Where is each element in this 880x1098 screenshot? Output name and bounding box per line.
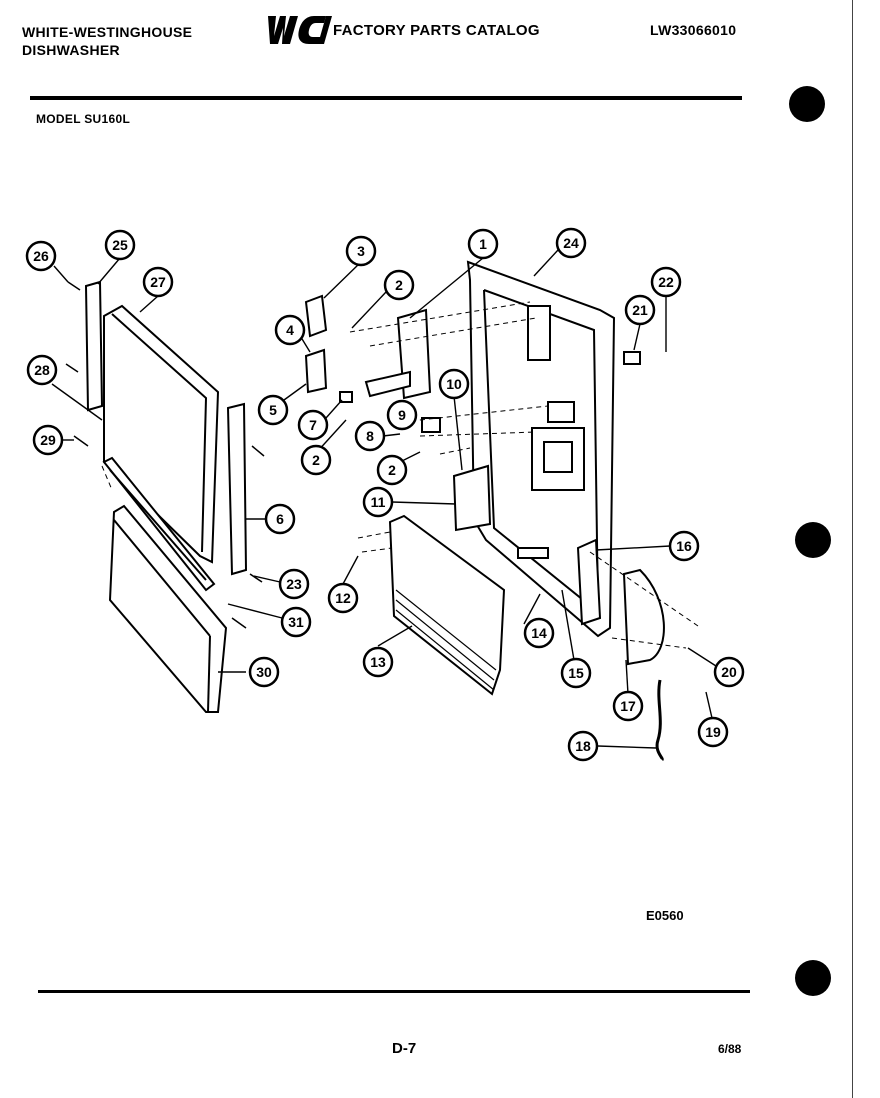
callout-label: 2 — [312, 452, 320, 468]
callout-6: 6 — [264, 503, 296, 535]
callout-11: 11 — [362, 486, 394, 518]
callout-22: 22 — [650, 266, 682, 298]
callout-2b: 2 — [300, 444, 332, 476]
callout-20: 20 — [713, 656, 745, 688]
callout-label: 10 — [446, 376, 462, 392]
callout-label: 19 — [705, 724, 721, 740]
callout-29: 29 — [32, 424, 64, 456]
door-side-trim — [226, 402, 248, 576]
callout-16: 16 — [668, 530, 700, 562]
clip — [339, 391, 353, 403]
callout-24: 24 — [555, 227, 587, 259]
callout-30: 30 — [248, 656, 280, 688]
callout-27: 27 — [142, 266, 174, 298]
callout-13: 13 — [362, 646, 394, 678]
callout-label: 22 — [658, 274, 674, 290]
leader-lines — [51, 249, 717, 749]
callout-label: 31 — [288, 614, 304, 630]
callout-12: 12 — [327, 582, 359, 614]
callout-label: 18 — [575, 738, 591, 754]
manufacturer-name: WHITE-WESTINGHOUSE — [22, 24, 193, 40]
part-drawings — [65, 260, 699, 762]
callout-31: 31 — [280, 606, 312, 638]
callout-label: 27 — [150, 274, 166, 290]
callout-21: 21 — [624, 294, 656, 326]
callout-14: 14 — [523, 617, 555, 649]
callout-4: 4 — [274, 314, 306, 346]
callout-19: 19 — [697, 716, 729, 748]
callout-label: 20 — [721, 664, 737, 680]
door-trim-strip — [84, 280, 104, 412]
binder-hole — [795, 960, 831, 996]
model-number: MODEL SU160L — [36, 112, 131, 126]
callout-label: 16 — [676, 538, 692, 554]
callout-8: 8 — [354, 420, 386, 452]
callout-label: 7 — [309, 417, 317, 433]
hinge-bracket — [304, 348, 328, 394]
callout-1: 1 — [467, 228, 499, 260]
callout-label: 3 — [357, 243, 365, 259]
callout-label: 4 — [286, 322, 294, 338]
callout-28: 28 — [26, 354, 58, 386]
callout-label: 6 — [276, 511, 284, 527]
callout-label: 29 — [40, 432, 56, 448]
inner-panel — [388, 514, 506, 696]
binder-hole — [795, 522, 831, 558]
revision-date: 6/88 — [718, 1042, 742, 1056]
callout-group: 1 2 2 2 3 4 5 6 7 8 9 10 11 12 13 14 15 … — [25, 227, 745, 762]
vent-bracket — [452, 464, 492, 532]
callout-label: 25 — [112, 237, 128, 253]
callout-18: 18 — [567, 730, 599, 762]
callout-label: 26 — [33, 248, 49, 264]
callout-label: 8 — [366, 428, 374, 444]
callout-2a: 2 — [383, 269, 415, 301]
callout-label: 28 — [34, 362, 50, 378]
callout-5: 5 — [257, 394, 289, 426]
callout-3: 3 — [345, 235, 377, 267]
callout-15: 15 — [560, 657, 592, 689]
callout-25: 25 — [104, 229, 136, 261]
page-number: D-7 — [392, 1040, 417, 1057]
callout-label: 12 — [335, 590, 351, 606]
callout-label: 21 — [632, 302, 648, 318]
hinge-bracket — [304, 294, 328, 338]
callout-label: 11 — [371, 494, 386, 510]
product-type: DISHWASHER — [22, 42, 120, 58]
callout-label: 17 — [620, 698, 636, 714]
callout-2c: 2 — [376, 454, 408, 486]
hinge-support — [622, 568, 665, 666]
latch-block — [364, 370, 411, 398]
wci-logo — [268, 16, 332, 44]
callout-26: 26 — [25, 240, 57, 272]
callout-label: 9 — [398, 407, 406, 423]
callout-label: 2 — [388, 462, 396, 478]
callout-label: 1 — [479, 236, 487, 252]
bracket — [623, 351, 641, 365]
callout-label: 5 — [269, 402, 277, 418]
callout-label: 30 — [256, 664, 272, 680]
callout-label: 14 — [531, 625, 547, 641]
switch — [421, 417, 441, 433]
page-edge — [852, 0, 853, 1098]
spring — [655, 679, 664, 762]
callout-label: 13 — [370, 654, 386, 670]
callout-7: 7 — [297, 409, 329, 441]
callout-9: 9 — [386, 399, 418, 431]
callout-label: 15 — [568, 665, 584, 681]
callout-label: 2 — [395, 277, 403, 293]
catalog-title: FACTORY PARTS CATALOG — [333, 22, 540, 39]
footer-rule — [38, 990, 750, 993]
diagram-code: E0560 — [646, 908, 684, 923]
callout-10: 10 — [438, 368, 470, 400]
callout-23: 23 — [278, 568, 310, 600]
binder-hole — [789, 86, 825, 122]
header-rule — [30, 96, 742, 100]
callout-label: 23 — [286, 576, 302, 592]
kick-plate — [108, 504, 228, 713]
catalog-number: LW33066010 — [650, 22, 737, 38]
callout-label: 24 — [563, 235, 579, 251]
side-bracket — [576, 538, 602, 626]
callout-17: 17 — [612, 690, 644, 722]
